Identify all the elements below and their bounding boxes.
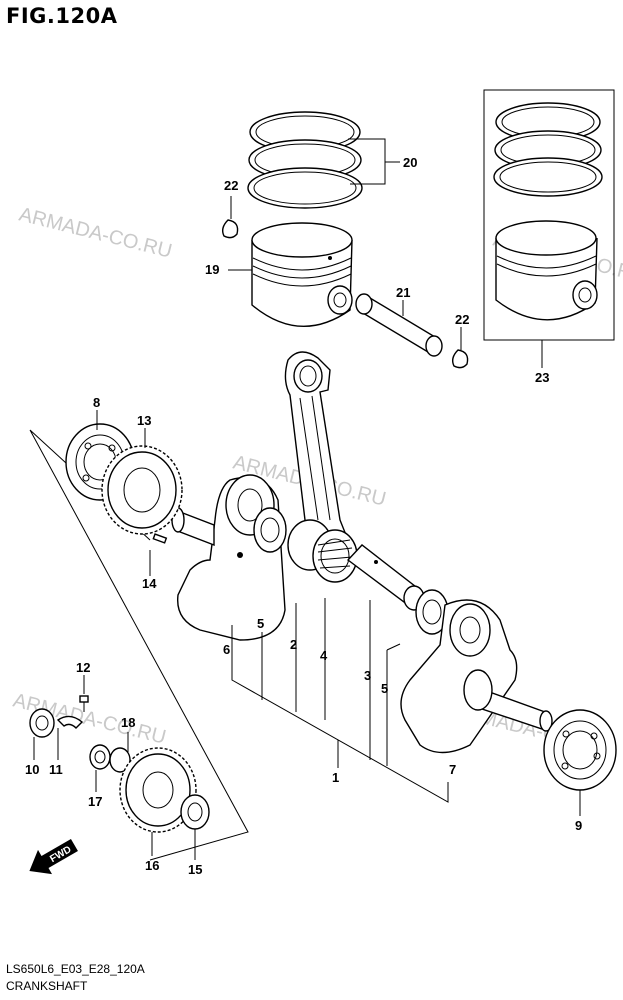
part-number-4: 4 bbox=[320, 648, 328, 663]
piston-pin bbox=[355, 293, 443, 357]
part-number-16: 16 bbox=[145, 858, 159, 873]
fwd-label: FWD bbox=[48, 844, 73, 865]
piston-clip-upper bbox=[221, 219, 239, 239]
bearing-right bbox=[543, 709, 617, 791]
part-number-22-upper: 22 bbox=[224, 178, 238, 193]
part-number-5-left: 5 bbox=[257, 616, 264, 631]
model-code: LS650L6_E03_E28_120A bbox=[6, 962, 145, 976]
part-number-1: 1 bbox=[332, 770, 339, 785]
part-number-2: 2 bbox=[290, 637, 297, 652]
figure-title: FIG.120A bbox=[6, 4, 118, 28]
section-name: CRANKSHAFT bbox=[6, 979, 88, 993]
fwd-arrow-icon: FWD bbox=[29, 838, 78, 875]
crank-pin bbox=[346, 544, 425, 611]
washer-18 bbox=[109, 747, 131, 773]
part-number-21: 21 bbox=[396, 285, 410, 300]
thrust-washer-left bbox=[253, 507, 287, 553]
primary-drive-gear bbox=[119, 747, 197, 833]
piston-set-box bbox=[483, 89, 615, 341]
part-number-14: 14 bbox=[142, 576, 157, 591]
part-number-15: 15 bbox=[188, 862, 202, 877]
part-number-7: 7 bbox=[449, 762, 456, 777]
bolt bbox=[79, 695, 89, 712]
piston-rings bbox=[247, 111, 363, 209]
crank-pin-bearing bbox=[312, 529, 358, 583]
part-number-13: 13 bbox=[137, 413, 151, 428]
piston-clip-lower bbox=[451, 349, 469, 369]
crankshaft-left bbox=[171, 474, 286, 641]
part-number-19: 19 bbox=[205, 262, 219, 277]
oil-seal bbox=[29, 708, 55, 738]
part-number-18: 18 bbox=[121, 715, 135, 730]
crank-gear bbox=[101, 445, 183, 535]
piston-set bbox=[493, 102, 603, 321]
part-number-5-right: 5 bbox=[381, 681, 388, 696]
nut-15 bbox=[180, 794, 210, 830]
part-number-3: 3 bbox=[364, 668, 371, 683]
bracket-1 bbox=[231, 625, 449, 803]
watermark-1: ARMADA-CO.RU bbox=[17, 204, 174, 263]
piston bbox=[251, 222, 353, 328]
part-number-23: 23 bbox=[535, 370, 549, 385]
part-number-11: 11 bbox=[49, 762, 63, 777]
part-number-8: 8 bbox=[93, 395, 100, 410]
leader-20 bbox=[348, 138, 400, 185]
part-number-17: 17 bbox=[88, 794, 102, 809]
part-number-10: 10 bbox=[25, 762, 39, 777]
bracket-leaders bbox=[261, 598, 388, 768]
key bbox=[152, 533, 168, 544]
part-number-9: 9 bbox=[575, 818, 582, 833]
part-number-12: 12 bbox=[76, 660, 90, 675]
part-number-20: 20 bbox=[403, 155, 417, 170]
part-number-22-lower: 22 bbox=[455, 312, 469, 327]
spacer bbox=[89, 744, 111, 770]
crankshaft-right bbox=[400, 599, 553, 754]
retainer bbox=[56, 715, 84, 729]
part-number-6: 6 bbox=[223, 642, 230, 657]
